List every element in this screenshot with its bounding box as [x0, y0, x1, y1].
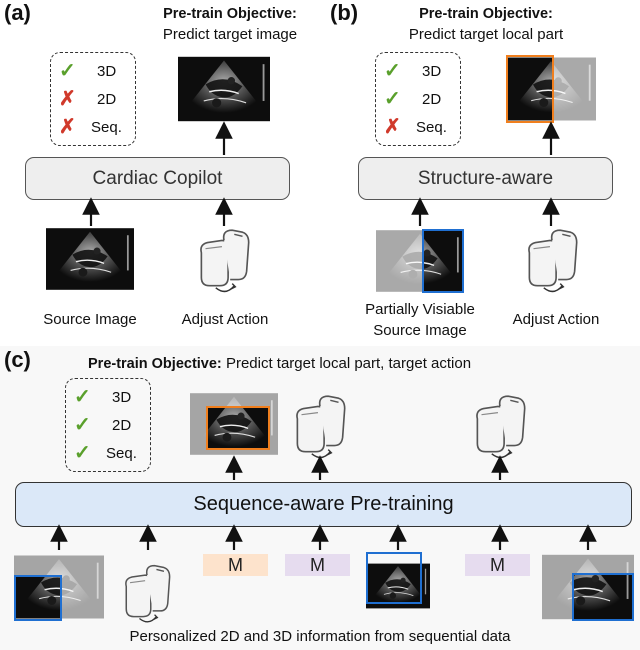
panel-a-objective-title: Pre-train Objective: — [163, 6, 297, 22]
legend-row-seq: ✗ Seq. — [59, 117, 122, 137]
panel-b-input2-label: Adjust Action — [512, 311, 600, 328]
legend-label: Seq. — [91, 118, 122, 136]
visible-part-frame — [572, 573, 634, 621]
legend-row-2d: ✗ 2D — [59, 89, 116, 109]
panel-b-objective-text: Predict target local part — [408, 26, 564, 43]
panel-a-objective-text: Predict target image — [162, 26, 298, 43]
cross-icon: ✗ — [59, 116, 76, 138]
check-icon: ✓ — [384, 60, 401, 82]
legend-label: 2D — [112, 416, 132, 434]
check-icon: ✓ — [74, 386, 91, 408]
legend-row-2d: ✓ 2D — [384, 89, 441, 109]
panel-c-legend: ✓ 3D ✓ 2D ✓ Seq. — [65, 378, 151, 472]
visible-part-frame — [366, 552, 422, 604]
sequence-image-3 — [542, 553, 634, 621]
panel-c-label: (c) — [4, 347, 31, 372]
legend-row-3d: ✓ 3D — [74, 387, 131, 407]
panel-a-model-box: Cardiac Copilot — [25, 157, 290, 200]
panel-b-input1-label-line2: Source Image — [373, 322, 467, 339]
legend-row-3d: ✓ 3D — [384, 61, 441, 81]
mask-token-1: M — [203, 554, 268, 576]
panel-b-legend: ✓ 3D ✓ 2D ✗ Seq. — [375, 52, 461, 146]
visible-part-frame — [14, 575, 62, 621]
legend-row-seq: ✗ Seq. — [384, 117, 447, 137]
cross-icon: ✗ — [384, 116, 401, 138]
panel-b-input1-label-line1: Partially Visiable — [365, 301, 475, 318]
legend-row-seq: ✓ Seq. — [74, 443, 137, 463]
panel-b-target-image — [506, 55, 596, 123]
mask-token-2: M — [285, 554, 350, 576]
panel-b-objective-title: Pre-train Objective: — [419, 6, 553, 22]
legend-label: 3D — [112, 388, 132, 406]
panel-a-label: (a) — [4, 0, 31, 25]
legend-label: 2D — [97, 90, 117, 108]
legend-label: 2D — [422, 90, 442, 108]
panel-b-label: (b) — [330, 0, 359, 25]
sequence-image-1 — [14, 553, 104, 621]
check-icon: ✓ — [74, 414, 91, 436]
panel-a-input1-label: Source Image — [43, 311, 137, 328]
sequence-image-2 — [366, 552, 430, 620]
visible-part-frame — [422, 229, 464, 293]
target-local-part-frame — [206, 406, 270, 450]
panel-c-objective-title: Pre-train Objective: — [88, 356, 222, 372]
check-icon: ✓ — [59, 60, 76, 82]
target-local-part-frame — [506, 55, 554, 123]
panel-c-caption: Personalized 2D and 3D information from … — [129, 628, 511, 645]
legend-row-2d: ✓ 2D — [74, 415, 131, 435]
check-icon: ✓ — [74, 442, 91, 464]
legend-row-3d: ✓ 3D — [59, 61, 116, 81]
check-icon: ✓ — [384, 88, 401, 110]
panel-c-objective: Pre-train Objective: Predict target loca… — [88, 355, 640, 372]
panel-a-legend: ✓ 3D ✗ 2D ✗ Seq. — [50, 52, 136, 146]
legend-label: 3D — [97, 62, 117, 80]
panel-c-objective-text: Predict target local part, target action — [225, 355, 472, 372]
legend-label: Seq. — [106, 444, 137, 462]
legend-label: 3D — [422, 62, 442, 80]
panel-b-input-image — [376, 229, 464, 293]
panel-c-target-image — [190, 390, 278, 458]
panel-b-model-box: Structure-aware — [358, 157, 613, 200]
mask-token-3: M — [465, 554, 530, 576]
legend-label: Seq. — [416, 118, 447, 136]
panel-a-input2-label: Adjust Action — [181, 311, 269, 328]
cross-icon: ✗ — [59, 88, 76, 110]
